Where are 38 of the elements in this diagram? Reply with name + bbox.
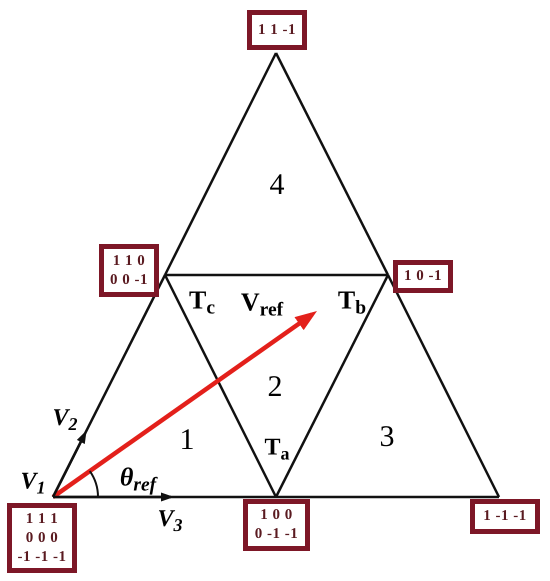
region-number: 2 [266,369,284,405]
triangle-side-line [164,52,278,276]
vector-label: V$_{1}$ [20,468,46,496]
triangle-side-line [165,274,388,276]
switching-time-label: T$_{b}$ [336,284,368,316]
reference-vector-arrow [52,311,317,499]
state-code-text: 1 -1 -1 [483,507,527,526]
vector-arrow [52,430,87,498]
angle-label: θ$_{ref}$ [118,461,159,493]
vector-label: V$_{2}$ [50,403,80,433]
state-code-text: 1 0 0 [260,506,293,525]
vector-arrow [53,492,174,502]
region-number: 1 [178,422,196,458]
switching-state-box [243,499,310,551]
triangle-side-line [164,274,278,498]
region-number: 3 [378,419,396,455]
switching-state-box [470,499,540,534]
switching-state-box [393,260,453,293]
switching-time-label: T$_{a}$ [264,434,290,462]
switching-time-label: T$_{c}$ [188,284,216,316]
triangle-side-line [274,274,390,498]
region-number: 4 [268,167,286,203]
state-code-text: 1 0 -1 [404,267,442,286]
state-code-text: 0 0 0 [26,528,58,548]
vector-label: V$_{3}$ [154,504,186,534]
switching-state-box [7,503,77,573]
state-code-text: 0 -1 -1 [254,525,298,544]
state-code-text: 1 1 1 [26,510,58,528]
state-code-text: 1 1 -1 [258,20,296,40]
triangle-side-line [386,274,500,498]
state-code-text: 0 0 -1 [110,270,148,290]
state-code-text: -1 -1 -1 [18,548,66,566]
triangle-side-line [274,52,390,276]
reference-vector-label: V$_{ref}$ [240,286,284,318]
switching-state-box [247,10,307,50]
triangle-side-line [276,496,499,498]
state-code-text: 1 1 0 [112,252,146,270]
switching-state-box [99,244,159,297]
